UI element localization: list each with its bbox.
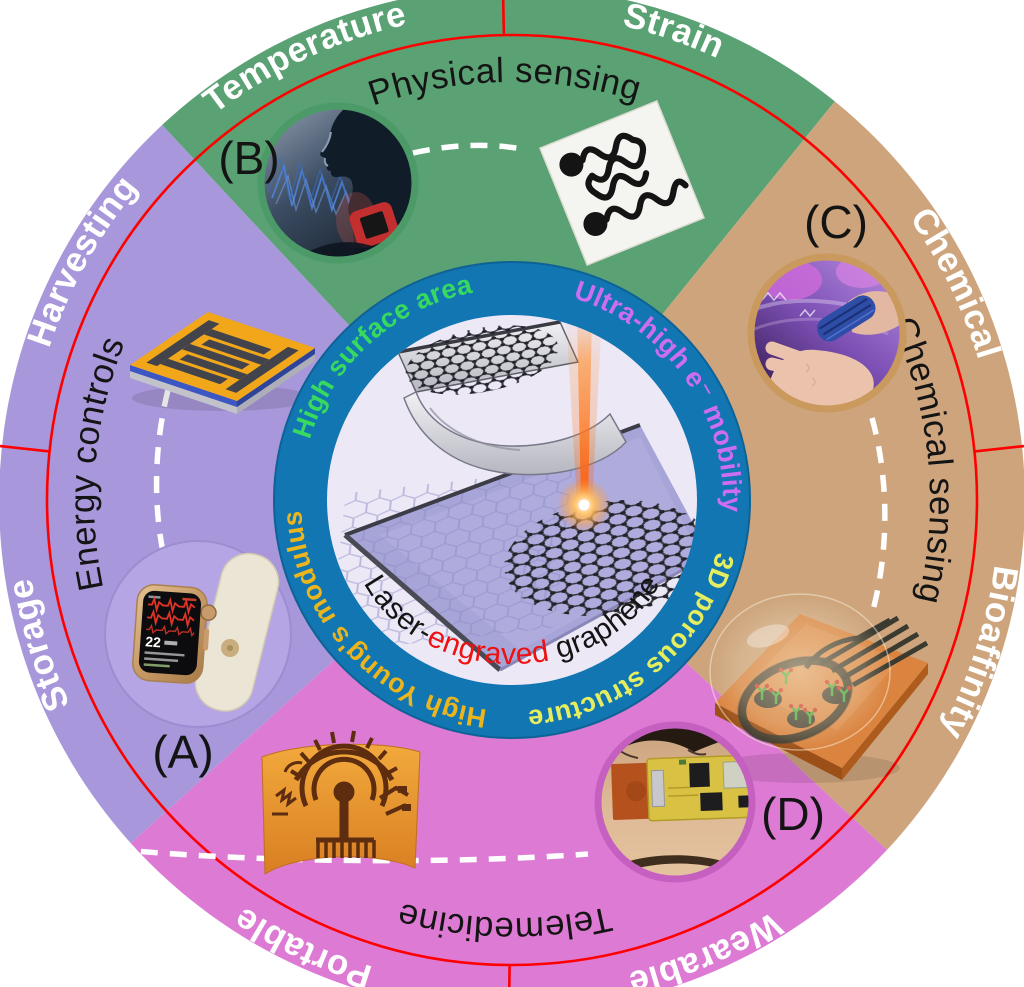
laser-spark bbox=[578, 499, 590, 511]
watch-band bbox=[194, 552, 280, 712]
flexible-circuit bbox=[261, 730, 421, 875]
harvester-layer-gray bbox=[130, 371, 237, 414]
dna-squiggles bbox=[761, 291, 816, 318]
pcb-chip2 bbox=[700, 792, 723, 812]
wrist-band bbox=[817, 295, 876, 342]
pcb-chip1 bbox=[689, 762, 710, 788]
energy-harvester-device bbox=[130, 312, 315, 414]
serpentine-strain-sensor bbox=[539, 100, 705, 266]
watch-screen-content: 22 bbox=[143, 595, 197, 668]
laser-beam bbox=[577, 315, 592, 505]
wrist-photo-border bbox=[747, 253, 907, 413]
connector-throat-serpentine bbox=[412, 142, 529, 156]
harvester-layer-gray-r bbox=[237, 354, 315, 414]
smartwatch-group: 22 bbox=[104, 540, 292, 728]
dashed-connectors bbox=[111, 142, 888, 864]
biosensor-chip bbox=[709, 593, 929, 783]
harvester-layer-blue-r bbox=[237, 348, 315, 407]
connector-circuit-forehead bbox=[111, 846, 589, 864]
connector-wrist-biochip bbox=[869, 417, 888, 615]
center-medallion: High surface area Ultra-high e⁻ mobility… bbox=[273, 261, 751, 739]
forehead-photo-border bbox=[594, 721, 756, 883]
watch-case-group: 22 bbox=[132, 584, 217, 684]
circuit-traces bbox=[272, 730, 410, 858]
panel-label-d: (D) bbox=[761, 788, 825, 840]
watch-reading: 22 bbox=[145, 633, 162, 650]
harvester-layer-blue bbox=[130, 365, 237, 407]
throat-photo-border bbox=[257, 102, 419, 264]
panel-label-c: (C) bbox=[804, 196, 868, 248]
harvester-electrode-pattern bbox=[146, 320, 299, 393]
panel-letters: (A) (B) (C) (D) bbox=[152, 132, 868, 840]
forehead-device-photo bbox=[594, 721, 756, 883]
chip-right-edge bbox=[842, 663, 928, 780]
throat-sensor-photo bbox=[257, 102, 419, 264]
watch-crown bbox=[200, 604, 217, 621]
dome-highlight bbox=[746, 624, 790, 648]
slab-edge-left bbox=[343, 533, 502, 672]
divider-left bbox=[0, 444, 50, 453]
fingers bbox=[765, 341, 815, 393]
watch-buckle-pin bbox=[227, 645, 233, 651]
sensor-pad-top bbox=[559, 152, 584, 177]
red-inner-arc bbox=[45, 33, 979, 967]
sound-waves bbox=[267, 155, 355, 216]
eyebrow bbox=[608, 855, 742, 875]
sensor-pad-bottom bbox=[583, 211, 608, 236]
throat-device bbox=[349, 202, 400, 248]
sample-droplet-dome bbox=[709, 593, 891, 751]
divider-right bbox=[974, 444, 1024, 453]
panel-label-a: (A) bbox=[152, 726, 213, 778]
film-curl-shadow bbox=[429, 407, 521, 451]
wrist-sensor-photo bbox=[747, 253, 907, 413]
substrate-hex-texture bbox=[327, 468, 573, 653]
pcb-connector bbox=[650, 769, 666, 808]
profile-highlight bbox=[321, 131, 332, 167]
knuckle-lines bbox=[805, 363, 816, 387]
panel-label-b: (B) bbox=[218, 132, 279, 184]
watch-side-button bbox=[203, 628, 210, 651]
divider-top bbox=[501, 0, 506, 36]
